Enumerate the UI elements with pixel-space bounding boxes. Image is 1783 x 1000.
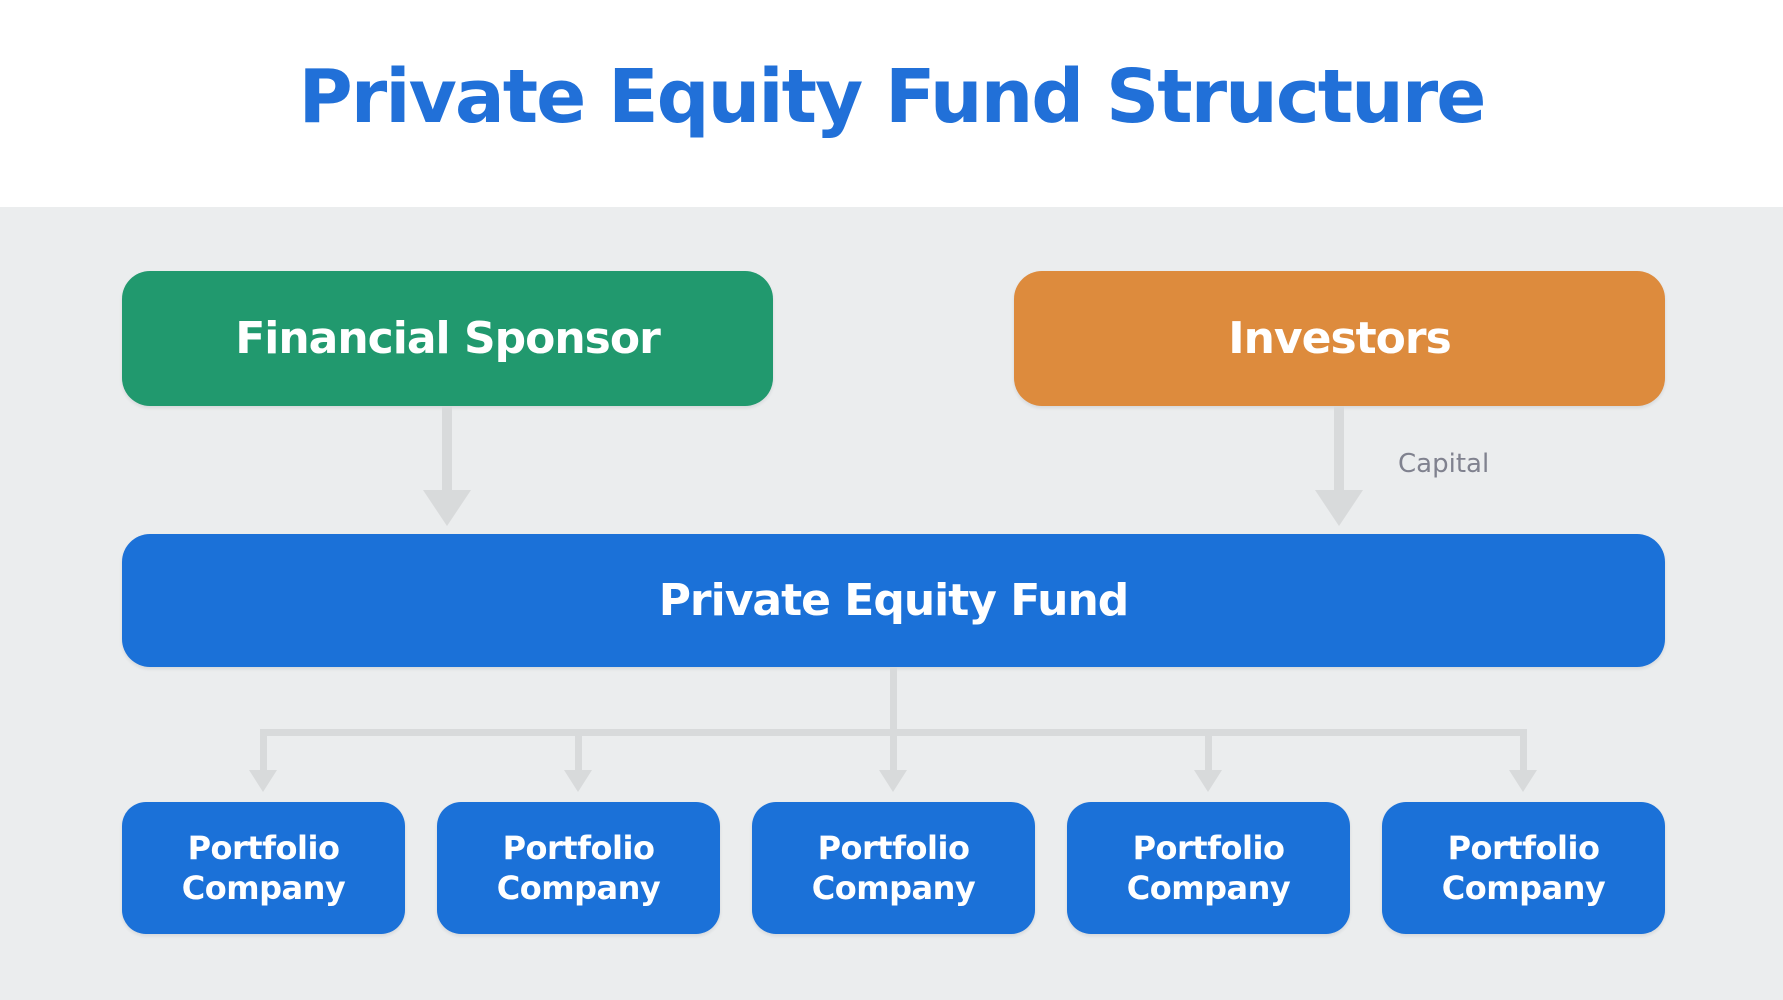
edge-label-capital: Capital [1398,449,1490,479]
node-portfolio-company-2: Portfolio Company [437,802,720,934]
node-portfolio-company-4: Portfolio Company [1067,802,1350,934]
node-financial-sponsor-label: Financial Sponsor [235,313,661,364]
arrow-head-down-icon [249,770,277,792]
arrow-stem [442,406,452,490]
node-portfolio-company-1: Portfolio Company [122,802,405,934]
node-portfolio-company-3: Portfolio Company [752,802,1035,934]
arrow-head-down-icon [423,490,471,526]
node-portfolio-company-label: Portfolio Company [811,829,976,907]
diagram-title: Private Equity Fund Structure [298,53,1487,140]
connector-drop-stem [260,735,267,770]
connector-drop-stem [575,735,582,770]
node-investors: Investors [1014,271,1665,406]
connector-drop-stem [1520,735,1527,770]
node-portfolio-company-label: Portfolio Company [181,829,346,907]
node-portfolio-company-5: Portfolio Company [1382,802,1665,934]
connector-drop-stem [890,735,897,770]
node-private-equity-fund-label: Private Equity Fund [658,575,1130,626]
arrow-stem [1334,406,1344,490]
node-portfolio-company-label: Portfolio Company [1441,829,1606,907]
header-band: Private Equity Fund Structure [0,0,1783,207]
node-financial-sponsor: Financial Sponsor [122,271,773,406]
arrow-head-down-icon [564,770,592,792]
node-investors-label: Investors [1228,313,1452,364]
node-portfolio-company-label: Portfolio Company [496,829,661,907]
connector-drop-stem [1205,735,1212,770]
arrow-head-down-icon [879,770,907,792]
node-portfolio-company-label: Portfolio Company [1126,829,1291,907]
node-private-equity-fund: Private Equity Fund [122,534,1665,667]
arrow-head-down-icon [1315,490,1363,526]
arrow-head-down-icon [1194,770,1222,792]
arrow-head-down-icon [1509,770,1537,792]
connector-horizontal-line [260,729,1527,736]
connector-center-stem [890,667,897,736]
